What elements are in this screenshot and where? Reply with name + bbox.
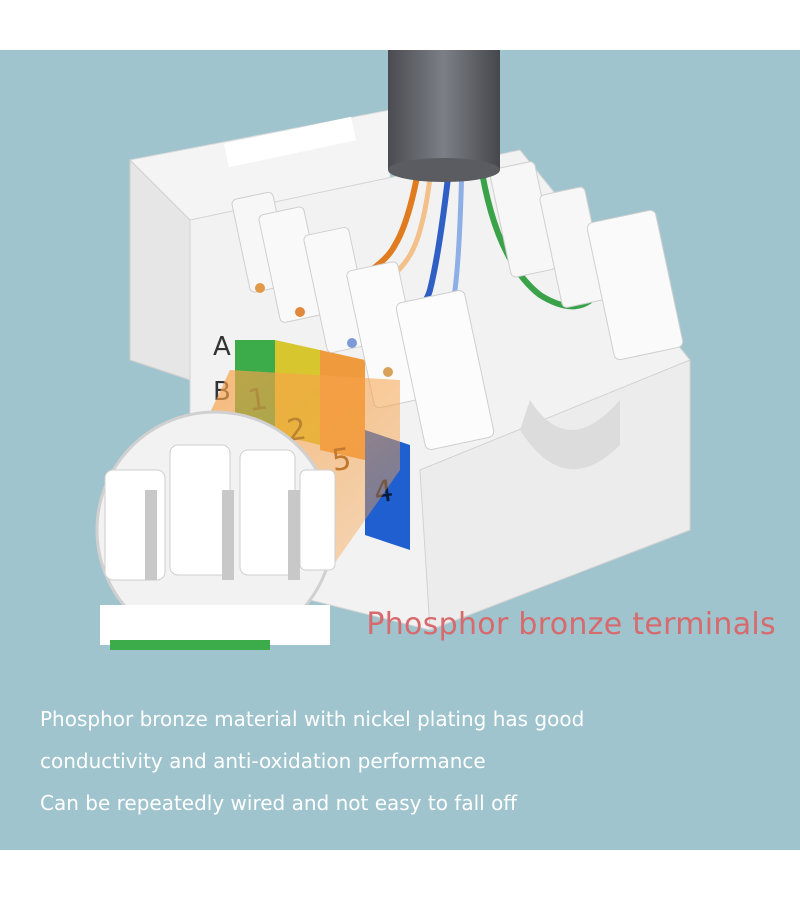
jack-front-face bbox=[419, 359, 691, 631]
jack-cable-groove bbox=[520, 400, 620, 470]
product-image-panel: A B 1 2 5 4 bbox=[0, 50, 800, 850]
magnifier-detail bbox=[95, 410, 336, 650]
keystone-jack-illustration: A B 1 2 5 4 bbox=[95, 50, 691, 650]
terminal-block bbox=[586, 209, 684, 361]
description-line: conductivity and anti-oxidation performa… bbox=[40, 749, 486, 773]
jack-top-slot bbox=[223, 116, 357, 168]
network-cable bbox=[388, 50, 500, 170]
description-line: Can be repeatedly wired and not easy to … bbox=[40, 791, 518, 815]
wire-tip bbox=[255, 283, 265, 293]
feature-heading: Phosphor bronze terminals bbox=[366, 607, 776, 642]
cable-end bbox=[388, 158, 500, 182]
wire-tip bbox=[295, 307, 305, 317]
terminal-block bbox=[395, 289, 495, 451]
row-label-a: A bbox=[213, 332, 231, 362]
wire-tip bbox=[383, 367, 393, 377]
feature-description: Phosphor bronze material with nickel pla… bbox=[40, 698, 780, 824]
description-line: Phosphor bronze material with nickel pla… bbox=[40, 707, 585, 731]
wire-tip bbox=[347, 338, 357, 348]
